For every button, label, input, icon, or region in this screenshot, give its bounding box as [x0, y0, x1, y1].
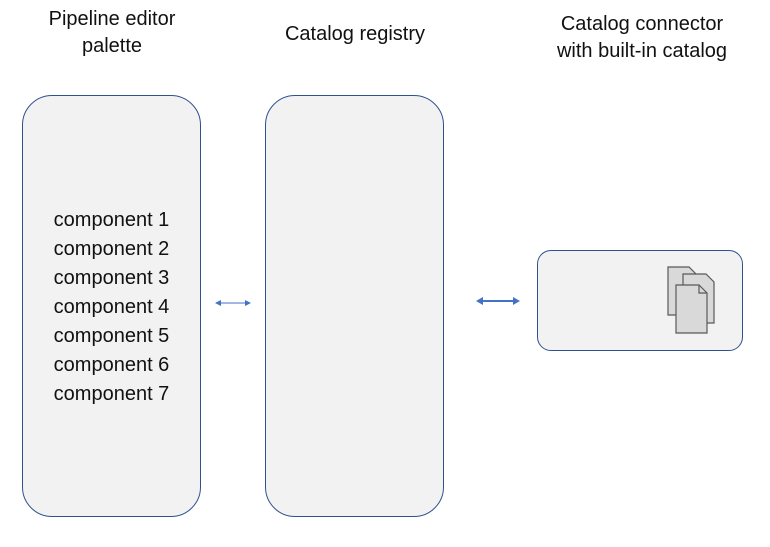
double-arrow-icon — [215, 300, 251, 306]
connector-box — [537, 250, 743, 351]
component-item: component 4 — [53, 296, 170, 318]
document-sheet-front — [675, 284, 708, 334]
arrow-head-left — [476, 297, 483, 305]
registry-heading-text: Catalog registry — [284, 23, 426, 45]
connector-heading: Catalog connector with built-in catalog — [535, 11, 749, 65]
component-item: component 6 — [53, 354, 170, 376]
arrow-head-right — [513, 297, 520, 305]
component-item: component 7 — [53, 383, 170, 405]
connector-heading-line1: Catalog connector — [560, 13, 724, 35]
component-item: component 5 — [53, 325, 170, 347]
palette-heading-line2: palette — [81, 35, 143, 57]
documents-icon — [667, 266, 715, 334]
arrow-head-right — [245, 300, 251, 306]
component-item: component 1 — [53, 209, 170, 231]
component-list: component 1 component 2 component 3 comp… — [23, 206, 200, 409]
double-arrow-icon — [476, 297, 520, 305]
palette-box: component 1 component 2 component 3 comp… — [22, 95, 201, 517]
component-item: component 3 — [53, 267, 170, 289]
component-item: component 2 — [53, 238, 170, 260]
registry-heading: Catalog registry — [256, 21, 454, 48]
connector-heading-line2: with built-in catalog — [556, 40, 728, 62]
registry-box — [265, 95, 444, 517]
palette-heading: Pipeline editor palette — [22, 6, 202, 60]
arrow-head-left — [215, 300, 221, 306]
palette-heading-line1: Pipeline editor — [48, 8, 176, 30]
document-fold — [698, 285, 707, 294]
